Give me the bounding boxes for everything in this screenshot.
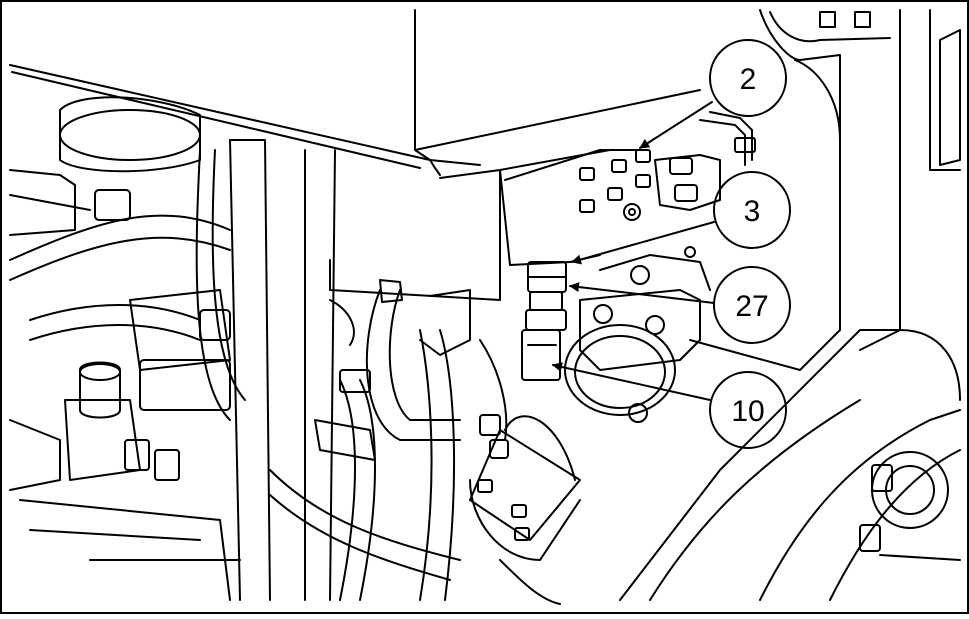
callout-label-2: 2 [740, 63, 757, 96]
housing-panel [9, 9, 701, 301]
callout-label-10: 10 [731, 395, 764, 428]
filter-canister [469, 415, 581, 605]
callout-label-3: 3 [744, 195, 761, 228]
sensor-assembly [521, 261, 567, 381]
leader-arrow-10 [552, 362, 711, 401]
vertical-posts [195, 139, 336, 601]
leader-arrow-3 [571, 221, 715, 265]
leader-arrow-2 [639, 101, 713, 149]
floor-plate [619, 329, 961, 601]
callout-label-27: 27 [735, 290, 768, 323]
callout-circle-27 [713, 266, 791, 344]
callout-circle-2 [709, 39, 787, 117]
pump-flange [564, 246, 711, 423]
engine-components [9, 96, 241, 601]
leader-arrow-27 [569, 282, 715, 304]
center-brackets [314, 279, 509, 461]
callout-circle-10 [709, 371, 787, 449]
callout-circle-3 [713, 171, 791, 249]
